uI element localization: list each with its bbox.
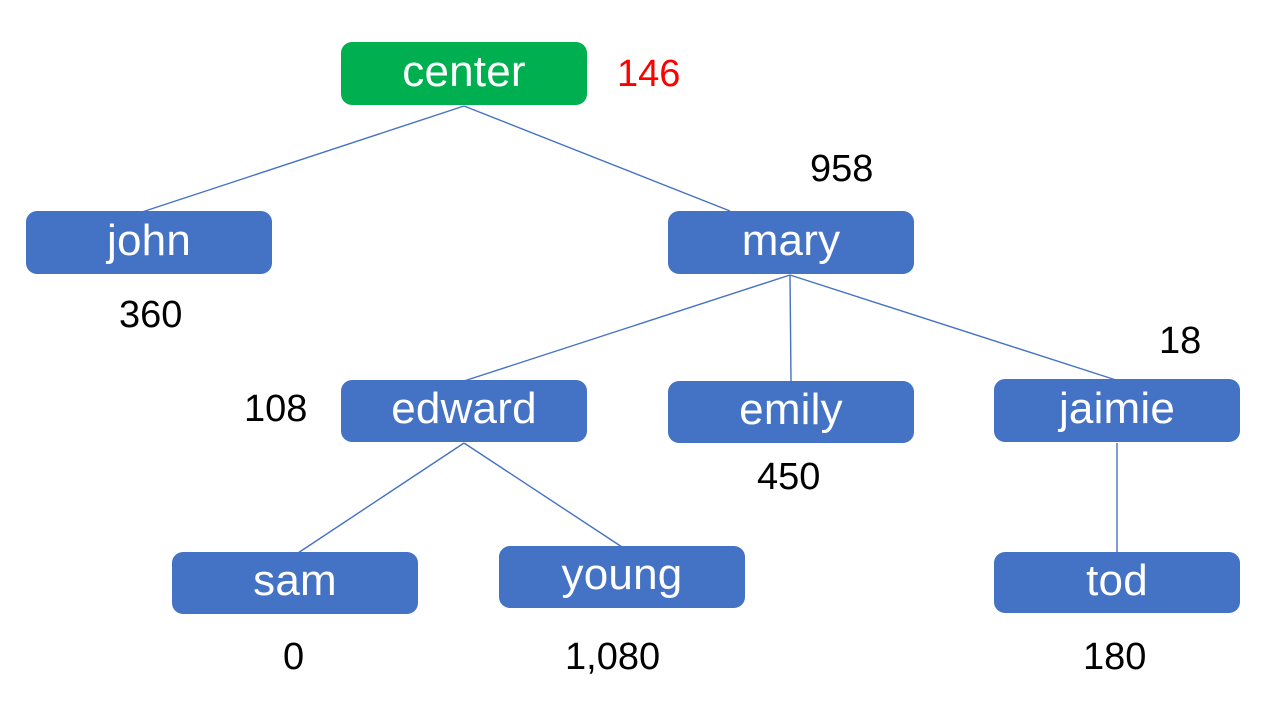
node-jaimie[interactable]: jaimie bbox=[994, 379, 1240, 442]
edge-edward-to-young bbox=[463, 442, 623, 548]
node-young[interactable]: young bbox=[499, 546, 745, 608]
node-label-jaimie: jaimie bbox=[1058, 383, 1176, 433]
edge-center-to-john bbox=[141, 105, 465, 213]
weight-emily: 450 bbox=[757, 456, 821, 498]
edge-mary-to-emily bbox=[789, 274, 792, 382]
node-label-tod: tod bbox=[1086, 555, 1148, 605]
edge-mary-to-jaimie bbox=[789, 274, 1117, 381]
node-john[interactable]: john bbox=[26, 211, 272, 274]
node-tod[interactable]: tod bbox=[994, 552, 1240, 613]
weight-tod: 180 bbox=[1083, 636, 1147, 678]
edge-mary-to-edward bbox=[463, 274, 791, 382]
node-sam[interactable]: sam bbox=[172, 552, 418, 614]
node-label-edward: edward bbox=[391, 384, 537, 433]
weight-jaimie: 18 bbox=[1159, 320, 1202, 362]
weight-center: 146 bbox=[617, 53, 681, 95]
weight-edward: 108 bbox=[244, 388, 308, 430]
node-label-sam: sam bbox=[253, 556, 337, 605]
weight-john: 360 bbox=[119, 294, 183, 336]
weight-mary: 958 bbox=[810, 148, 874, 190]
node-label-mary: mary bbox=[741, 215, 841, 265]
edge-center-to-mary bbox=[463, 105, 731, 212]
node-center[interactable]: center bbox=[341, 42, 587, 105]
edge-edward-to-sam bbox=[297, 442, 465, 554]
node-label-young: young bbox=[561, 550, 683, 599]
node-label-john: john bbox=[107, 215, 191, 265]
node-edward[interactable]: edward bbox=[341, 380, 587, 442]
weight-young: 1,080 bbox=[565, 636, 661, 678]
weight-sam: 0 bbox=[283, 636, 305, 678]
node-mary[interactable]: mary bbox=[668, 211, 914, 274]
node-label-center: center bbox=[402, 46, 526, 96]
node-emily[interactable]: emily bbox=[668, 381, 914, 443]
node-label-emily: emily bbox=[739, 385, 843, 434]
